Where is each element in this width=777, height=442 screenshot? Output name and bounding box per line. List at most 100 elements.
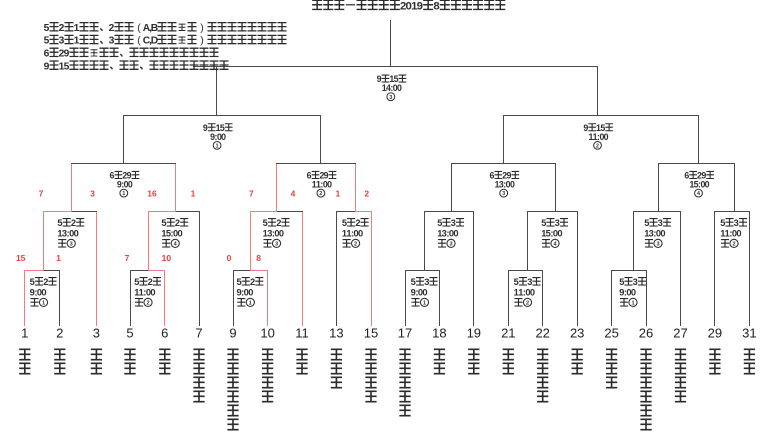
svg-text:3: 3 [633, 277, 638, 287]
svg-text:0: 0 [406, 1, 412, 13]
svg-text:5: 5 [161, 218, 166, 228]
svg-text:1: 1 [249, 301, 252, 307]
svg-text:9: 9 [64, 49, 70, 60]
svg-text:B: B [151, 23, 158, 34]
svg-text:25: 25 [604, 326, 618, 341]
svg-text:0: 0 [41, 288, 46, 298]
svg-text:,: , [149, 23, 152, 34]
svg-text::: : [390, 83, 393, 93]
svg-text::: : [550, 229, 553, 239]
svg-text:2: 2 [502, 171, 507, 181]
svg-text:0: 0 [604, 132, 609, 142]
svg-text:9: 9 [324, 171, 329, 181]
svg-text:3: 3 [109, 36, 115, 47]
svg-text:11: 11 [295, 326, 309, 341]
svg-text:18: 18 [432, 326, 446, 341]
svg-text::: : [66, 229, 69, 239]
svg-text:(: ( [137, 35, 141, 47]
svg-text:0: 0 [660, 229, 665, 239]
svg-text:2: 2 [400, 1, 406, 13]
svg-text:1: 1 [216, 123, 221, 133]
svg-text:9: 9 [619, 288, 624, 298]
svg-text:5: 5 [237, 277, 242, 287]
svg-text:27: 27 [673, 326, 687, 341]
svg-text:0: 0 [631, 288, 636, 298]
svg-text:3: 3 [267, 229, 272, 239]
svg-text:4: 4 [386, 83, 391, 93]
svg-text:0: 0 [656, 229, 661, 239]
svg-text::: : [121, 180, 124, 190]
svg-text:2: 2 [355, 218, 360, 228]
svg-text:10: 10 [260, 326, 274, 341]
svg-text::: : [320, 180, 323, 190]
svg-text:9: 9 [417, 1, 423, 13]
svg-text:0: 0 [557, 229, 562, 239]
svg-text:2: 2 [43, 277, 48, 287]
svg-text:1: 1 [59, 61, 65, 72]
svg-text:2: 2 [354, 242, 357, 248]
svg-text:0: 0 [449, 229, 454, 239]
svg-text:1: 1 [134, 288, 139, 298]
svg-text:13: 13 [329, 326, 343, 341]
svg-text:0: 0 [327, 180, 332, 190]
svg-text:29: 29 [708, 326, 722, 341]
svg-text:1: 1 [21, 326, 28, 341]
svg-text:7: 7 [195, 326, 202, 341]
svg-text:5: 5 [126, 326, 133, 341]
svg-text::: : [215, 132, 218, 142]
svg-text:3: 3 [555, 218, 560, 228]
svg-text:0: 0 [217, 132, 222, 142]
svg-text:2: 2 [732, 242, 735, 248]
svg-text:2: 2 [596, 144, 599, 150]
svg-text:3: 3 [90, 188, 95, 198]
svg-text:0: 0 [700, 180, 705, 190]
svg-text:0: 0 [354, 229, 359, 239]
svg-text:8: 8 [433, 1, 439, 13]
svg-text:0: 0 [248, 288, 253, 298]
svg-text:2: 2 [319, 191, 322, 197]
svg-text:3: 3 [658, 218, 663, 228]
svg-text:3: 3 [59, 36, 65, 47]
svg-text:5: 5 [220, 123, 225, 133]
svg-text:0: 0 [358, 229, 363, 239]
svg-text:0: 0 [453, 229, 458, 239]
svg-text:5: 5 [694, 180, 699, 190]
svg-text:0: 0 [274, 229, 279, 239]
svg-text:2: 2 [71, 218, 76, 228]
svg-text:5: 5 [541, 218, 546, 228]
svg-text:2: 2 [364, 188, 369, 198]
svg-text:15: 15 [16, 253, 26, 263]
svg-text:0: 0 [599, 132, 604, 142]
svg-text:0: 0 [37, 288, 42, 298]
svg-text:1: 1 [725, 229, 730, 239]
svg-text::: : [698, 180, 701, 190]
svg-text:3: 3 [389, 95, 392, 101]
svg-text::: : [143, 288, 146, 298]
svg-text:1: 1 [382, 83, 387, 93]
svg-text:1: 1 [342, 229, 347, 239]
svg-text:1: 1 [689, 180, 694, 190]
svg-text:3: 3 [451, 218, 456, 228]
svg-text:3: 3 [449, 242, 452, 248]
svg-text:9: 9 [127, 171, 132, 181]
svg-text:3: 3 [649, 229, 654, 239]
svg-text:6: 6 [684, 171, 689, 181]
svg-text:1: 1 [588, 132, 593, 142]
svg-text:1: 1 [57, 229, 62, 239]
svg-text:0: 0 [626, 288, 631, 298]
svg-text:): ) [200, 22, 204, 34]
svg-text:3: 3 [656, 242, 659, 248]
svg-text:1: 1 [518, 288, 523, 298]
svg-text:19: 19 [467, 326, 481, 341]
svg-text:17: 17 [398, 326, 412, 341]
svg-text:6: 6 [161, 326, 168, 341]
svg-text:D: D [151, 36, 158, 47]
svg-text:0: 0 [244, 288, 249, 298]
svg-text:2: 2 [109, 23, 115, 34]
svg-text::: : [351, 229, 354, 239]
svg-text:1: 1 [389, 74, 394, 84]
svg-text:0: 0 [525, 288, 530, 298]
svg-text:9: 9 [701, 171, 706, 181]
svg-text:26: 26 [639, 326, 653, 341]
svg-text:5: 5 [411, 277, 416, 287]
